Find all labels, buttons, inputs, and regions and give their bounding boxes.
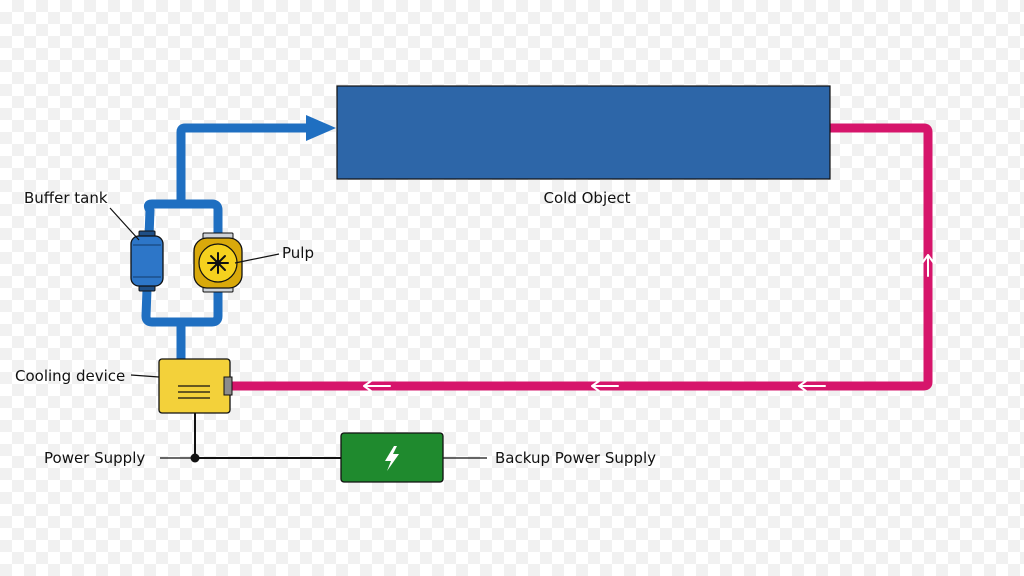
cooling-device-label: Cooling device [15, 367, 125, 385]
lightning-bolt-icon [385, 446, 399, 471]
cold-object-label: Cold Object [544, 189, 631, 207]
flow-arrow-left-icon [591, 380, 619, 392]
buffer-tank-label: Buffer tank [24, 189, 108, 207]
cold-object [336, 85, 831, 180]
junction-dot [190, 453, 200, 463]
flow-arrow-up-icon [922, 254, 934, 277]
backup-power-supply [340, 432, 444, 483]
flow-arrow-head-icon [306, 115, 336, 141]
flow-arrow-left-icon [363, 380, 391, 392]
cold-supply-pipes [141, 123, 312, 362]
power-supply-label: Power Supply [44, 449, 145, 467]
supply-pipe-to-cold-object [176, 123, 312, 204]
parallel-branch-loop [141, 199, 223, 327]
vent-lines-icon [178, 385, 210, 399]
buffer-tank-icon [130, 230, 164, 292]
pump-icon [193, 232, 243, 293]
backup-power-supply-label: Backup Power Supply [495, 449, 656, 467]
flow-arrow-left-icon [798, 380, 826, 392]
return-flow-arrows [363, 254, 934, 392]
leader-lines [109, 207, 487, 459]
pump-label: Pulp [282, 244, 314, 262]
cooling-device [158, 358, 233, 414]
power-wiring [194, 413, 341, 459]
